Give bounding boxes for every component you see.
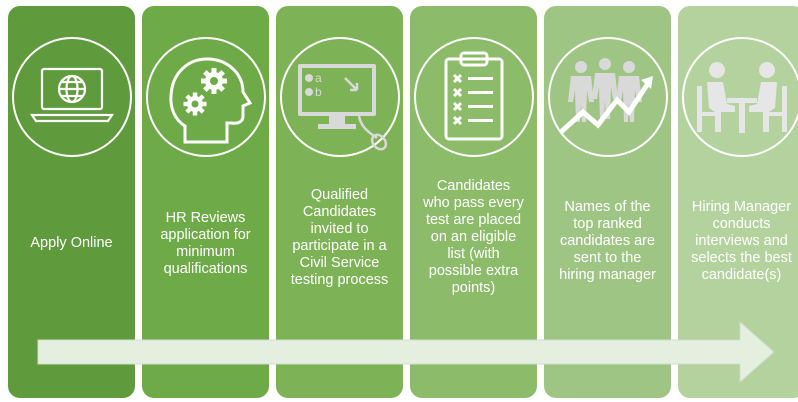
interview-table-icon — [696, 62, 787, 133]
clipboard-checklist-icon — [444, 51, 503, 141]
step-card-hr-reviews: HR Reviews application for minimum quali… — [142, 6, 269, 398]
step-card-top-ranked: Names of the top ranked candidates are s… — [544, 6, 671, 398]
icon-circle — [145, 37, 266, 157]
icon-circle — [413, 37, 534, 157]
icon-circle — [279, 37, 400, 157]
icon-circle — [681, 37, 798, 157]
step-label: Candidates who pass every test are place… — [423, 178, 524, 296]
step-label: Names of the top ranked candidates are s… — [559, 199, 656, 283]
people-rising-chart-icon — [558, 58, 653, 134]
step-card-eligible-list: Candidates who pass every test are place… — [410, 6, 537, 398]
step-card-apply-online: Apply Online — [8, 6, 135, 398]
icon-circle — [547, 37, 668, 157]
step-card-interviews: Hiring Manager conducts interviews and s… — [678, 6, 798, 398]
monitor-test-icon: a b — [297, 64, 387, 151]
icon-circle — [11, 37, 132, 157]
svg-text:b: b — [315, 85, 322, 99]
svg-text:a: a — [315, 71, 322, 85]
step-card-testing: a b Qualified Candidates invited to part… — [276, 6, 403, 398]
step-label: HR Reviews application for minimum quali… — [160, 210, 251, 277]
laptop-globe-icon — [29, 67, 114, 123]
head-gears-icon — [168, 57, 252, 144]
step-label: Qualified Candidates invited to particip… — [290, 187, 389, 288]
step-label: Apply Online — [30, 235, 113, 251]
step-label: Hiring Manager conducts interviews and s… — [691, 199, 792, 283]
